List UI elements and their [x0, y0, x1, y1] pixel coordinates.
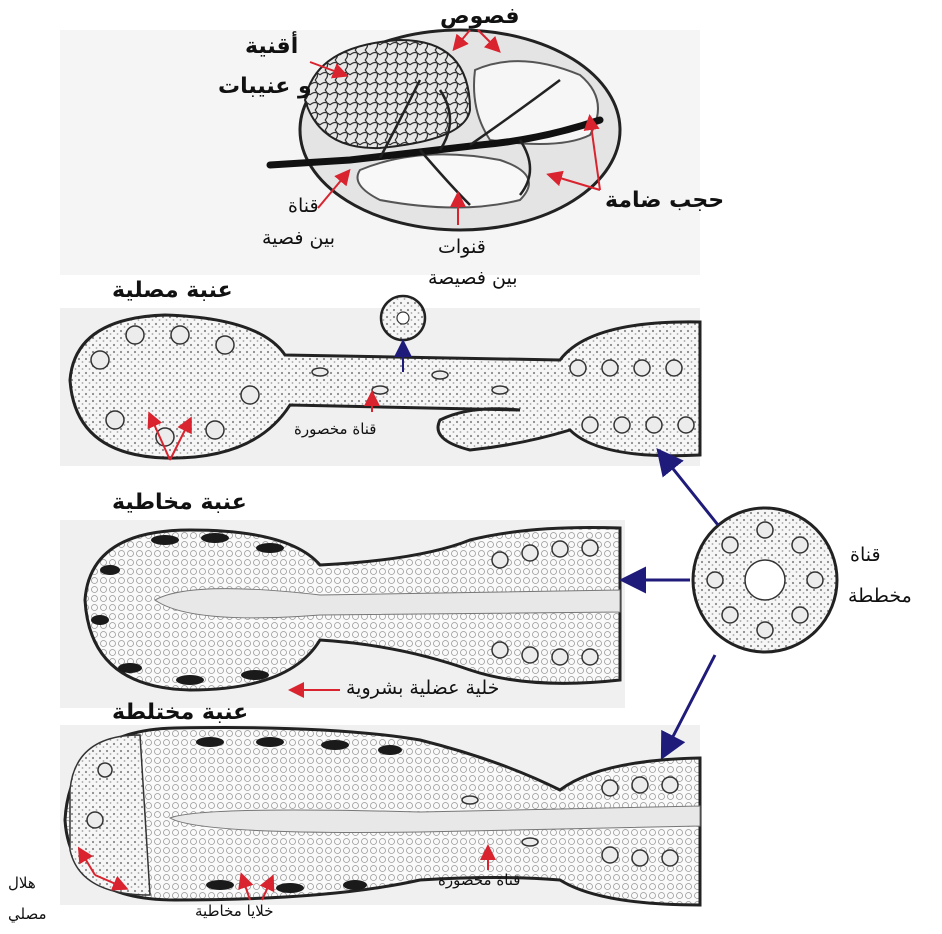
label-mixed-acinus: عنبة مختلطة [112, 700, 248, 725]
label-lobules: فصوص [440, 4, 519, 29]
label-intercalated-duct-top: قناة مخصورة [294, 421, 376, 438]
label-serous-demilune-line1: هلال [8, 875, 36, 892]
serous-demilune-shape [70, 735, 150, 895]
label-serous-acinus: عنبة مصلية [112, 278, 233, 303]
lobule-lower [358, 154, 529, 207]
label-intralobular-ducts-line2: بين فصيصة [428, 268, 517, 290]
label-serous-demilune-line2: مصلي [8, 906, 47, 923]
label-mucous-cells: خلايا مخاطية [195, 903, 274, 920]
label-intercalated-duct-bottom: قناة مخصورة [438, 872, 520, 889]
label-striated-duct-line1: قناة [850, 545, 881, 567]
label-capsule: حجب ضامة [605, 188, 724, 213]
label-interlobar-duct-line2: بين فصية [262, 228, 335, 250]
label-ducts-acini-line1: أقنية [245, 34, 298, 59]
label-mucous-acinus: عنبة مخاطية [112, 490, 247, 515]
striated-duct-cross-section [693, 508, 837, 652]
label-intralobular-ducts-line1: قنوات [438, 237, 486, 259]
label-ducts-acini-line2: و عنيبات [218, 74, 312, 99]
label-interlobar-duct-line1: قناة [288, 196, 319, 218]
label-striated-duct-line2: مخططة [848, 586, 912, 608]
label-myoepithelial-cell: خلية عضلية بشروية [346, 678, 499, 700]
